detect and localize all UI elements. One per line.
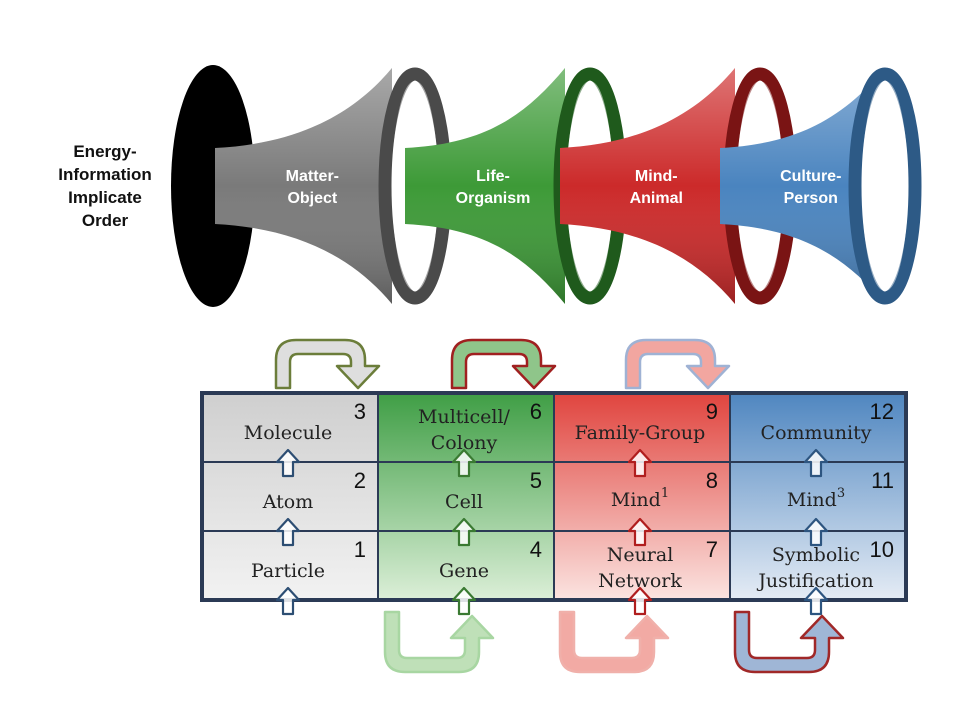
stage-label: Mind- [635, 168, 678, 185]
cell-number: 7 [706, 537, 718, 562]
origin-ellipse [171, 65, 255, 307]
top-transition-arrow-2 [450, 338, 557, 390]
stage-label: Culture- [780, 168, 841, 185]
up-arrow [275, 586, 301, 616]
grid-column-2 [378, 393, 554, 600]
cell-label: Symbolic [772, 544, 860, 566]
up-arrow [627, 517, 653, 547]
up-arrow [803, 448, 829, 478]
cell-label: Community [761, 422, 872, 444]
cell-number: 3 [354, 399, 366, 424]
cell-label: Cell [445, 491, 483, 513]
bottom-transition-arrow-2 [558, 610, 670, 674]
cell-number: 4 [530, 537, 542, 562]
stage-label: Matter- [286, 168, 339, 185]
up-arrow [275, 517, 301, 547]
stage-label: Animal [630, 190, 683, 207]
bottom-transition-arrow-1 [383, 610, 495, 674]
cell-number: 8 [706, 468, 718, 493]
cell-label: Neural [607, 544, 674, 566]
cell-label: Network [598, 570, 682, 592]
cell-number: 12 [870, 399, 894, 424]
origin-label-line: Energy- [73, 142, 137, 161]
up-arrow [451, 586, 477, 616]
cell-label: Particle [251, 560, 325, 582]
stage-horn-shade [720, 68, 885, 304]
origin-label-line: Implicate [68, 188, 142, 207]
stage-4: Culture- Person [720, 67, 922, 305]
grid-cell: 6 Multicell/Colony [418, 399, 542, 454]
top-transition-arrow-1 [274, 338, 381, 390]
up-arrow [627, 448, 653, 478]
top-transition-arrow-3 [624, 338, 731, 390]
grid-border [200, 391, 908, 602]
cell-label: Molecule [244, 422, 332, 444]
bottom-transition-arrow-3 [733, 610, 845, 674]
cell-number: 5 [530, 468, 542, 493]
up-arrow [627, 586, 653, 616]
cell-number: 9 [706, 399, 718, 424]
up-arrow [275, 448, 301, 478]
grid-column-3 [554, 393, 730, 600]
cell-label: Mind1 [611, 486, 669, 511]
stage-label: Organism [456, 190, 531, 207]
stage-horn-shade [215, 68, 392, 304]
transition-arrows [274, 338, 845, 674]
stage-ring [848, 67, 922, 305]
stage-label: Object [287, 190, 337, 207]
stage-horn-shade [560, 68, 735, 304]
cell-label: Mind3 [787, 486, 845, 511]
origin-label-line: Information [58, 165, 152, 184]
cell-label: Justification [756, 570, 873, 592]
origin-label: Energy- Information Implicate Order [30, 140, 180, 232]
up-arrow [451, 448, 477, 478]
up-arrow [803, 517, 829, 547]
grid-column-4 [730, 393, 906, 600]
stage-label: Life- [476, 168, 510, 185]
cell-label: Gene [439, 560, 489, 582]
up-arrow [451, 517, 477, 547]
origin-label-line: Order [81, 211, 129, 230]
cell-number: 2 [354, 468, 366, 493]
up-arrow [803, 586, 829, 616]
cell-number: 11 [871, 468, 894, 493]
cell-number: 6 [530, 399, 542, 424]
cell-number: 10 [870, 537, 894, 562]
stage-3: Mind- Animal [560, 67, 797, 305]
funnel-stages: Matter- Object Life- Organism Mind- Animal Cul… [171, 65, 922, 307]
cell-label: Family-Group [575, 422, 706, 444]
cell-number: 1 [354, 537, 366, 562]
stage-ring-highlight [862, 81, 908, 291]
cell-label: Multicell/ [418, 406, 511, 428]
stage-label: Person [784, 190, 838, 207]
cell-label: Colony [431, 432, 498, 454]
grid-column-1 [202, 393, 378, 600]
cell-label: Atom [262, 491, 313, 513]
stage-horn-shade [405, 68, 565, 304]
